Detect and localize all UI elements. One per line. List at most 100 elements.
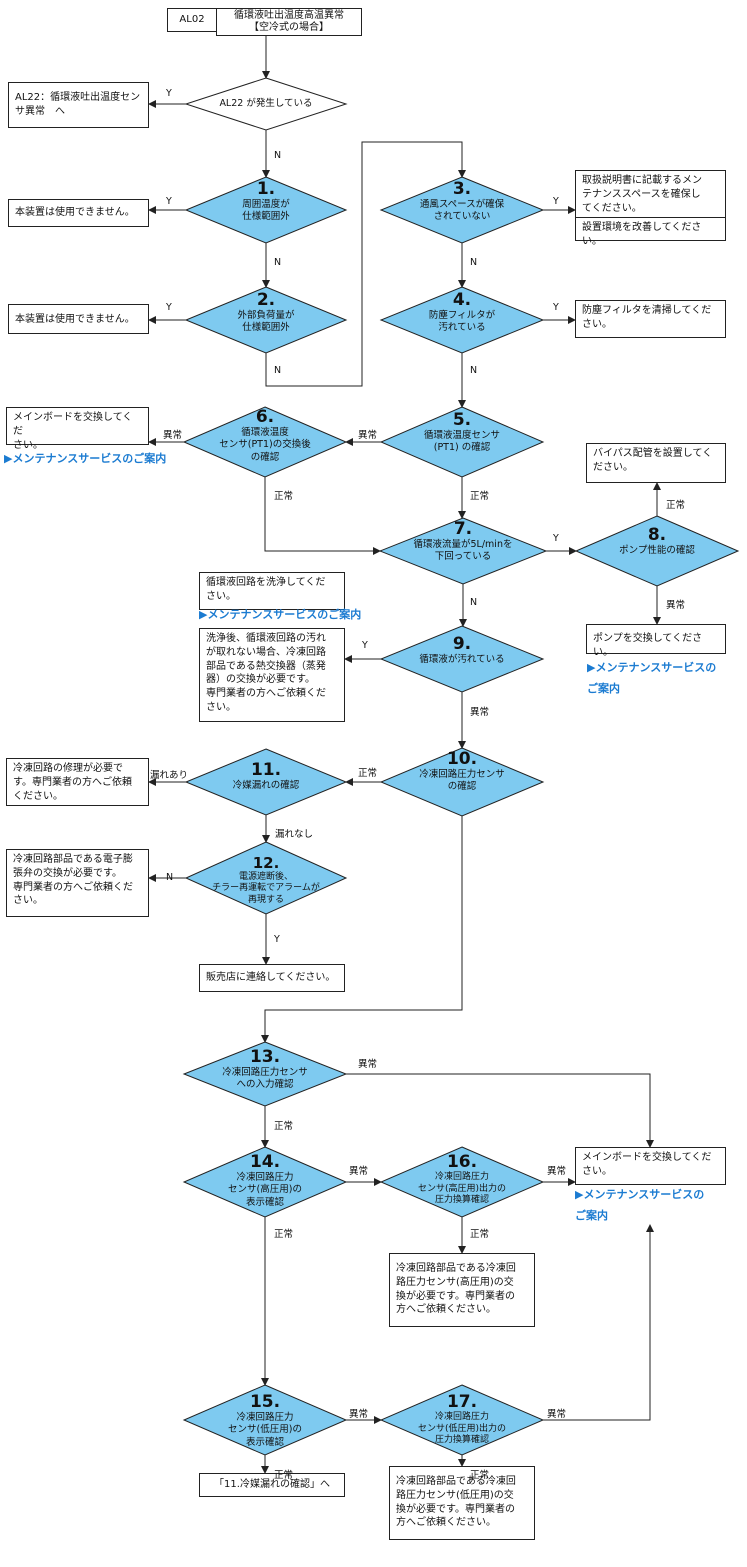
step-number: 6.	[255, 407, 275, 427]
step-4-text: 4.防塵フィルタが 汚れている	[381, 290, 543, 335]
step-number: 10.	[446, 749, 478, 769]
connector-line	[346, 1073, 654, 1148]
branch-label: N	[274, 365, 282, 376]
replace-hp-sensor-box: 冷凍回路部品である冷凍回 路圧力センサ(高圧用)の交 換が必要です。専門業者の …	[389, 1253, 535, 1327]
step-number: 5.	[452, 410, 472, 430]
branch-label: 異常	[349, 1166, 369, 1177]
branch-label: 異常	[349, 1409, 369, 1420]
improve-environment-box: 設置環境を改善してください。	[575, 217, 726, 247]
step-8-text: 8.ポンプ性能の確認	[576, 525, 738, 557]
repair-refrigerant-box: 冷凍回路の修理が必要で す。専門業者の方へご依頼 ください。	[6, 758, 149, 806]
branch-label: 正常	[470, 1470, 490, 1481]
branch-label: Y	[553, 302, 559, 313]
branch-label: 正常	[470, 491, 490, 502]
connector-line	[261, 816, 463, 1043]
step-15-text: 15.冷凍回路圧力 センサ(低圧用)の 表示確認	[184, 1392, 346, 1449]
branch-label: N	[274, 150, 282, 161]
branch-label: Y	[274, 934, 280, 945]
replace-mainboard-box-2: メインボードを交換してくだ さい。	[575, 1147, 726, 1185]
replace-pump-box: ポンプを交換してください。	[586, 624, 726, 658]
step-number: 14.	[249, 1152, 281, 1172]
step-2-text: 2.外部負荷量が 仕様範囲外	[186, 290, 346, 335]
goto-step-11-box[interactable]: 「11.冷媒漏れの確認」へ	[199, 1473, 345, 1497]
al22-check-text: AL22 が発生している	[219, 98, 313, 109]
connector-line	[543, 1224, 654, 1421]
branch-label: 異常	[163, 430, 183, 441]
contact-dealer-box: 販売店に連絡してください。	[199, 964, 345, 992]
step-1-text: 1.周囲温度が 仕様範囲外	[186, 179, 346, 224]
alarm-code-box: AL02	[167, 8, 217, 32]
connector-line	[265, 141, 463, 387]
step-number: 12.	[252, 854, 280, 872]
branch-label: 異常	[547, 1409, 567, 1420]
branch-label: 異常	[358, 1059, 378, 1070]
branch-label: Y	[553, 533, 559, 544]
step-3-text: 3.通風スペースが確保 されていない	[381, 179, 543, 224]
branch-label: 異常	[470, 707, 490, 718]
step-number: 15.	[249, 1392, 281, 1412]
maintenance-space-box: 取扱説明書に記載するメン テナンススペースを確保し てください。	[575, 170, 726, 218]
al22-sensor-box: AL22：循環液吐出温度セン サ異常 へ	[8, 82, 149, 128]
step-12-text: 12.電源遮断後、 チラー再運転でアラームが 再現する	[186, 854, 346, 907]
step-number: 3.	[452, 179, 472, 199]
branch-label: 漏れなし	[275, 829, 314, 840]
branch-label: 正常	[274, 1229, 294, 1240]
step-number: 1.	[256, 179, 276, 199]
branch-label: Y	[362, 640, 368, 651]
branch-label: 正常	[274, 491, 294, 502]
step-14-text: 14.冷凍回路圧力 センサ(高圧用)の 表示確認	[184, 1152, 346, 1209]
step-5-text: 5.循環液温度センサ (PT1) の確認	[381, 410, 543, 455]
branch-label: 正常	[274, 1121, 294, 1132]
branch-label: 正常	[274, 1470, 294, 1481]
maintenance-service-link-2[interactable]: ▶メンテナンスサービスのご案内	[199, 608, 362, 621]
branch-label: N	[166, 872, 174, 883]
branch-label: 正常	[470, 1229, 490, 1240]
maintenance-service-link-4[interactable]: ▶メンテナンスサービスの ご案内	[575, 1188, 705, 1222]
maintenance-service-link-3[interactable]: ▶メンテナンスサービスの ご案内	[587, 661, 717, 695]
step-17-text: 17.冷凍回路圧力 センサ(低圧用)出力の 圧力換算確認	[381, 1392, 543, 1447]
branch-label: Y	[553, 196, 559, 207]
bypass-pipe-box: バイパス配管を設置してく ださい。	[586, 443, 726, 483]
step-number: 16.	[446, 1152, 478, 1172]
branch-label: 漏れあり	[150, 770, 189, 781]
branch-label: N	[274, 257, 282, 268]
unusable-box-2: 本装置は使用できません。	[8, 304, 149, 334]
clean-filter-box: 防塵フィルタを清掃してくだ さい。	[575, 300, 726, 338]
branch-label: N	[470, 257, 478, 268]
step-number: 17.	[446, 1392, 478, 1412]
heat-exchanger-box: 洗浄後、循環液回路の汚れ が取れない場合、冷凍回路 部品である熱交換器（蒸発 器…	[199, 628, 345, 722]
branch-label: Y	[166, 302, 172, 313]
step-number: 13.	[249, 1047, 281, 1067]
step-11-text: 11.冷媒漏れの確認	[186, 760, 346, 792]
step-9-text: 9.循環液が汚れている	[381, 634, 543, 666]
step-6-text: 6.循環液温度 センサ(PT1)の交換後 の確認	[184, 407, 346, 464]
branch-label: N	[470, 365, 478, 376]
branch-label: Y	[166, 88, 172, 99]
branch-label: 異常	[547, 1166, 567, 1177]
step-10-text: 10.冷凍回路圧力センサ の確認	[381, 749, 543, 794]
replace-valve-box: 冷凍回路部品である電子膨 張弁の交換が必要です。 専門業者の方へご依頼くだ さい…	[6, 849, 149, 917]
connector-line	[264, 477, 381, 555]
step-number: 7.	[453, 519, 473, 539]
step-16-text: 16.冷凍回路圧力 センサ(高圧用)出力の 圧力換算確認	[381, 1152, 543, 1207]
branch-label: 正常	[358, 768, 378, 779]
maintenance-service-link-1[interactable]: ▶メンテナンスサービスのご案内	[4, 452, 167, 465]
step-number: 11.	[250, 760, 282, 780]
step-13-text: 13.冷凍回路圧力センサ への入力確認	[184, 1047, 346, 1092]
step-number: 8.	[647, 525, 667, 545]
alarm-title-box: 循環液吐出温度高温異常 【空冷式の場合】	[216, 8, 362, 36]
replace-mainboard-box-1: メインボードを交換してくだ さい。	[6, 407, 149, 451]
step-number: 2.	[256, 290, 276, 310]
step-number: 9.	[452, 634, 472, 654]
step-7-text: 7.循環液流量が5L/minを 下回っている	[380, 519, 546, 564]
branch-label: N	[470, 597, 478, 608]
replace-lp-sensor-box: 冷凍回路部品である冷凍回 路圧力センサ(低圧用)の交 換が必要です。専門業者の …	[389, 1466, 535, 1540]
clean-circuit-box: 循環液回路を洗浄してくだ さい。	[199, 572, 345, 610]
branch-label: 異常	[358, 430, 378, 441]
branch-label: 異常	[666, 600, 686, 611]
unusable-box-1: 本装置は使用できません。	[8, 199, 149, 227]
step-number: 4.	[452, 290, 472, 310]
branch-label: Y	[166, 196, 172, 207]
branch-label: 正常	[666, 500, 686, 511]
